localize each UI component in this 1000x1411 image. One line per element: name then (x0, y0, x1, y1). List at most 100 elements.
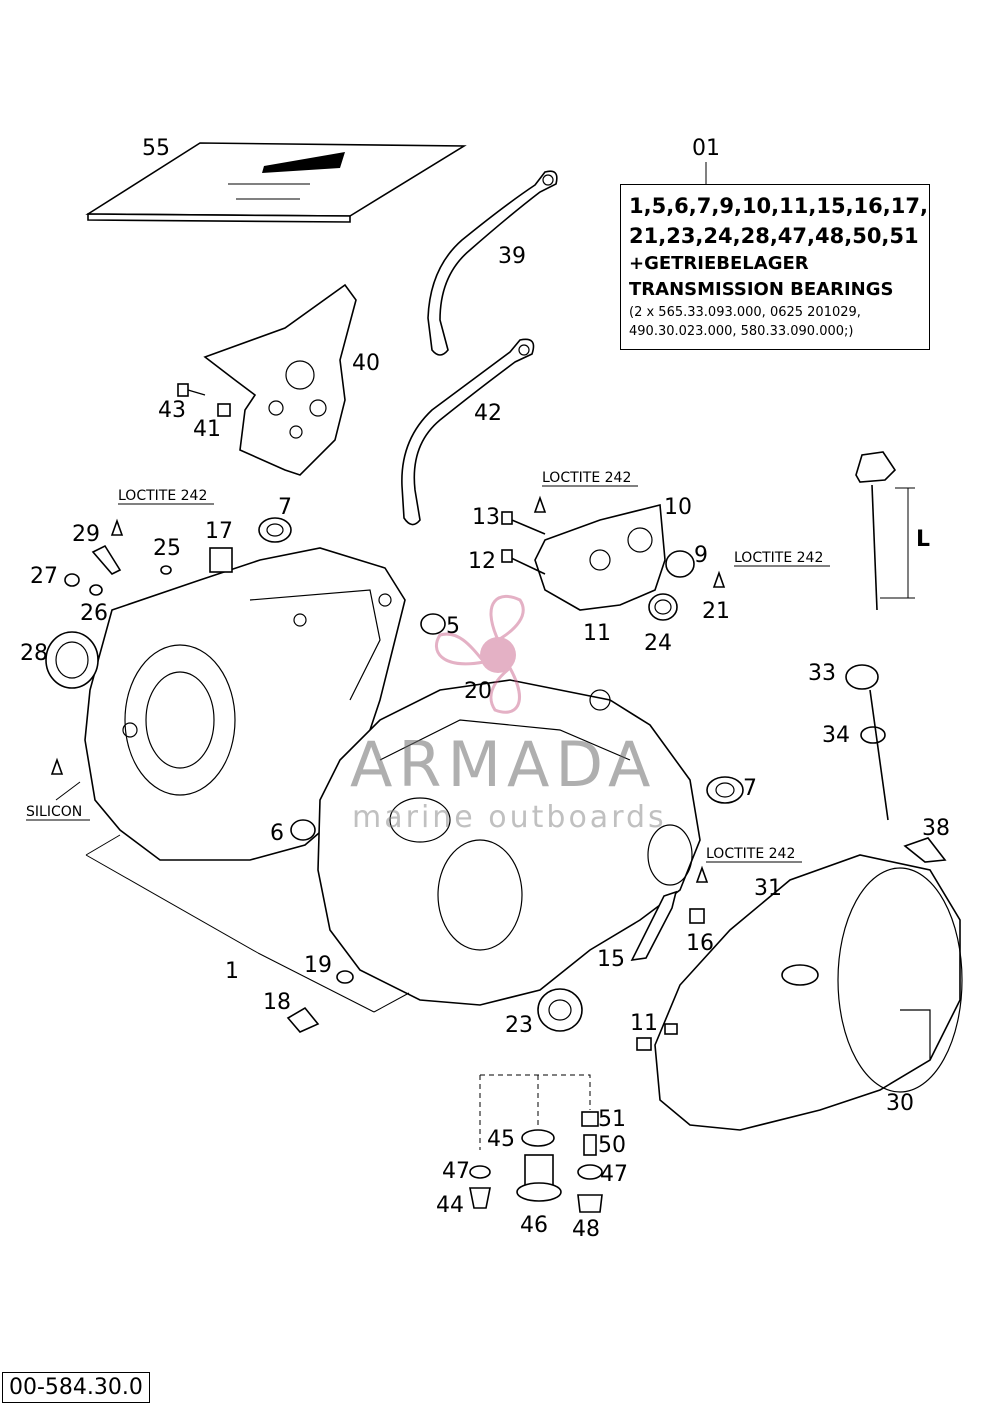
watermark-propeller-logo (435, 594, 525, 714)
bolt-12 (506, 555, 546, 575)
loctite-drop-left (110, 518, 124, 536)
kit-contents-box: 1,5,6,7,9,10,11,15,16,17, 21,23,24,28,47… (620, 184, 930, 350)
ball-bearing-23 (537, 988, 583, 1032)
dowel-11-lower (636, 1037, 652, 1051)
o-ring-47-right (577, 1164, 603, 1180)
label-5: 5 (446, 614, 460, 639)
label-44: 44 (436, 1193, 464, 1218)
kit-line-2: 21,23,24,28,47,48,50,51 (629, 224, 919, 248)
label-13: 13 (472, 505, 500, 530)
right-crankcase-half (317, 679, 701, 1006)
silicon-drop (50, 757, 64, 775)
o-ring-47-left (469, 1165, 491, 1179)
label-39: 39 (498, 244, 526, 269)
bushing-6 (290, 819, 316, 841)
loctite-note-left: LOCTITE 242 (118, 488, 207, 504)
washer-19 (336, 970, 354, 984)
needle-bearing-9 (665, 550, 695, 578)
oil-filler-plug (845, 664, 889, 821)
oil-guide-15 (630, 890, 678, 962)
oil-line-strap-lower (401, 338, 535, 526)
label-7-a: 7 (278, 495, 292, 520)
o-ring-26 (89, 584, 103, 596)
label-43: 43 (158, 398, 186, 423)
dimension-l-label: L (916, 527, 930, 552)
bearing-cover (534, 503, 666, 611)
washer-25 (160, 565, 172, 575)
part-labels: 55 39 40 43 41 42 13 10 12 9 21 11 24 29… (20, 136, 950, 1242)
loctite-drop-lower (695, 865, 709, 883)
seal-ring-24 (648, 593, 678, 621)
bolt-13-head (501, 511, 513, 525)
leader-lines (55, 162, 707, 1013)
clip-38 (903, 837, 947, 863)
loctite-drop-right (712, 570, 726, 588)
kit-line-1: 1,5,6,7,9,10,11,15,16,17, (629, 194, 928, 218)
bolt-43 (177, 383, 206, 397)
sleeve-17 (209, 547, 233, 573)
label-16: 16 (686, 931, 714, 956)
plug-48 (577, 1194, 603, 1213)
bolt-13 (506, 517, 546, 535)
label-11-b: 11 (630, 1011, 658, 1036)
loctite-drop-center (533, 495, 547, 513)
drawing-number: 00-584.30.0 (2, 1372, 150, 1403)
label-18: 18 (263, 990, 291, 1015)
label-21: 21 (702, 599, 730, 624)
clutch-cover (654, 854, 963, 1131)
label-55: 55 (142, 136, 170, 161)
label-26: 26 (80, 601, 108, 626)
label-33: 33 (808, 661, 836, 686)
label-46: 46 (520, 1213, 548, 1238)
screen-ring-45 (521, 1129, 555, 1147)
label-19: 19 (304, 953, 332, 978)
plug-18 (286, 1006, 320, 1033)
sleeve-41 (217, 403, 231, 417)
gasket-28 (45, 631, 99, 689)
kit-line-4: TRANSMISSION BEARINGS (629, 279, 894, 300)
label-50: 50 (598, 1133, 626, 1158)
plug-51 (581, 1111, 599, 1127)
kit-line-3: +GETRIEBELAGER (629, 253, 809, 274)
label-6: 6 (270, 821, 284, 846)
label-34: 34 (822, 723, 850, 748)
kit-line-6: 490.30.023.000, 580.33.090.000;) (629, 324, 854, 339)
label-30: 30 (886, 1091, 914, 1116)
label-23: 23 (505, 1013, 533, 1038)
plug-27 (64, 573, 80, 587)
label-20: 20 (464, 679, 492, 704)
kit-number: 01 (692, 136, 720, 161)
label-24: 24 (644, 631, 672, 656)
label-47-b: 47 (600, 1162, 628, 1187)
plug-44 (469, 1187, 491, 1209)
screw-29 (91, 544, 122, 575)
bushing-7-lower (706, 776, 744, 804)
label-47-a: 47 (442, 1159, 470, 1184)
oil-screen-46 (516, 1154, 562, 1202)
label-38: 38 (922, 816, 950, 841)
watermark-title: ARMADA (350, 728, 657, 801)
bushing-5 (420, 613, 446, 635)
label-31: 31 (754, 876, 782, 901)
label-25: 25 (153, 536, 181, 561)
label-42: 42 (474, 401, 502, 426)
label-45: 45 (487, 1127, 515, 1152)
label-12: 12 (468, 549, 496, 574)
leader-bracket (480, 1074, 591, 1110)
label-11-a: 11 (583, 621, 611, 646)
label-9: 9 (694, 543, 708, 568)
label-48: 48 (572, 1217, 600, 1242)
label-10: 10 (664, 495, 692, 520)
oil-dipstick (855, 451, 915, 611)
loctite-note-right: LOCTITE 242 (734, 550, 823, 566)
bolt-12-head (501, 549, 513, 563)
dowel-11-upper (664, 1023, 678, 1035)
oil-line-strap-upper (427, 170, 558, 356)
label-28: 28 (20, 641, 48, 666)
watermark-subtitle: marine outboards (352, 800, 667, 835)
gasket-kit-sheet (85, 142, 467, 223)
spring-50 (583, 1134, 597, 1156)
loctite-note-center: LOCTITE 242 (542, 470, 631, 486)
loctite-note-lower: LOCTITE 242 (706, 846, 795, 862)
